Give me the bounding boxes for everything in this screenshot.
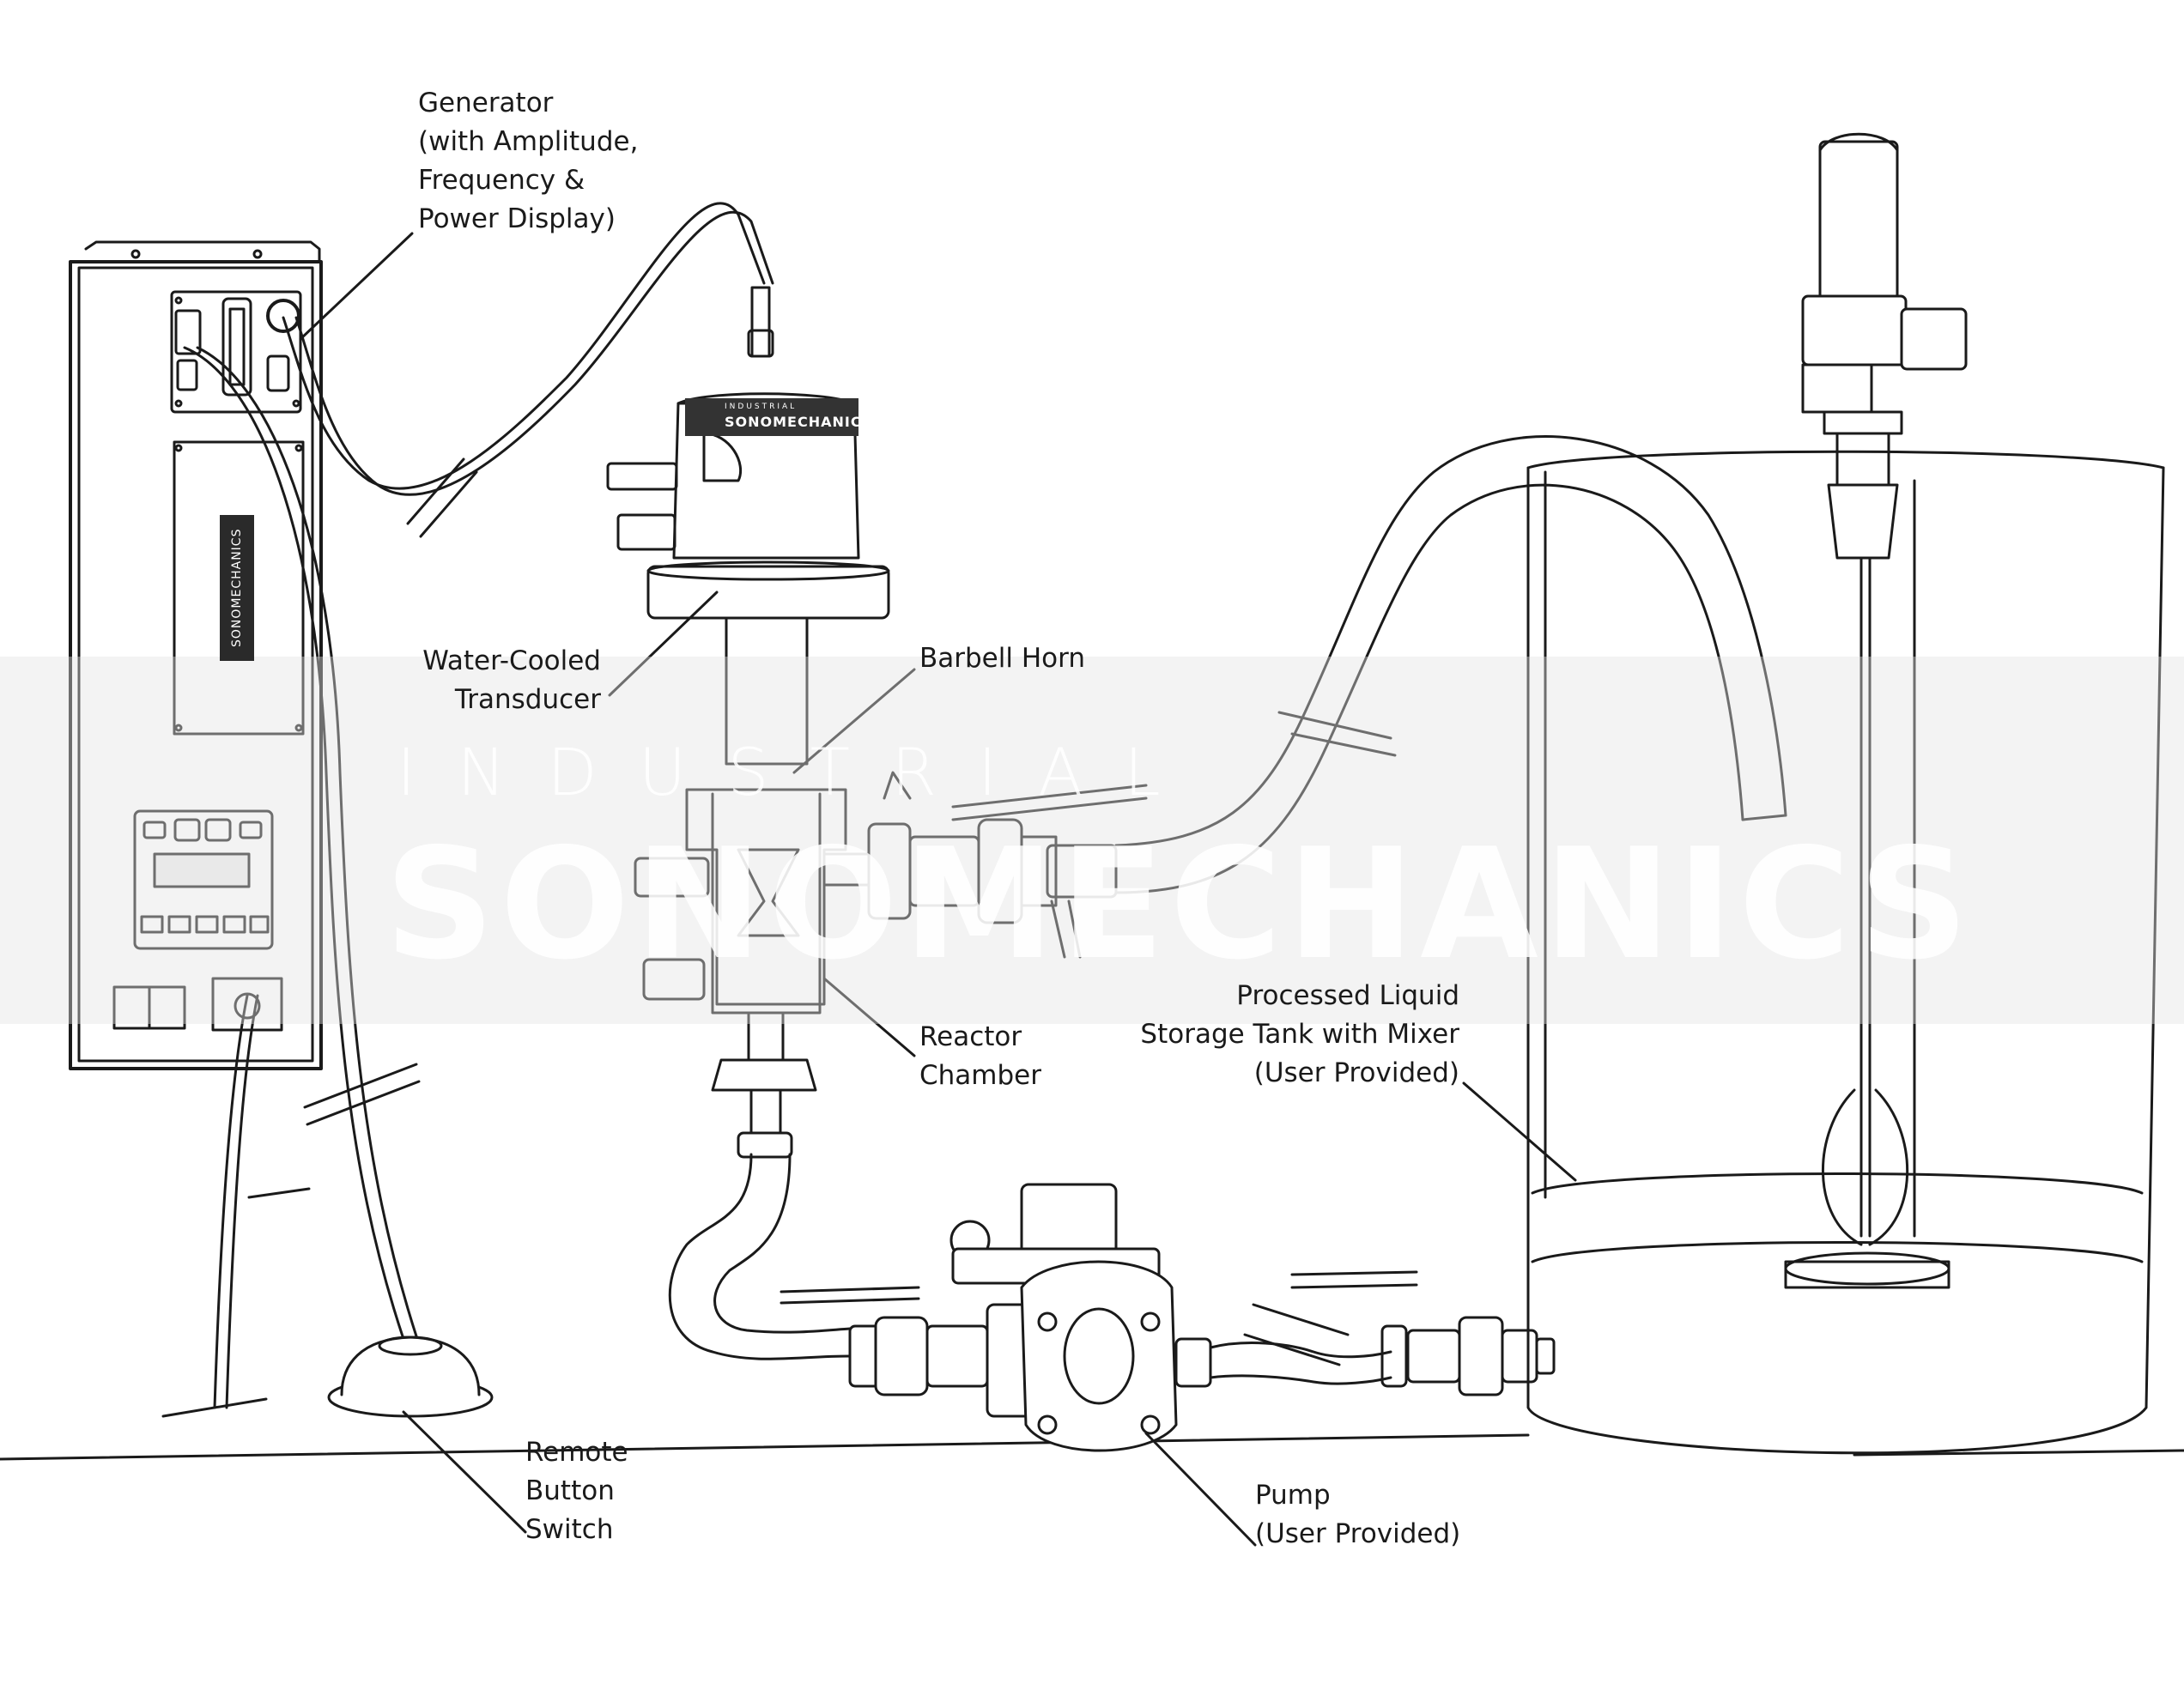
mixer [1784,132,1968,1289]
label-pump-line-2: (User Provided) [1255,1518,1461,1549]
generator-cabinet [69,240,323,1070]
label-storage-tank: Processed Liquid Storage Tank with Mixer… [1099,977,1459,1093]
label-generator-line-4: Power Display) [418,203,616,234]
label-reactor-line-2: Chamber [919,1060,1041,1091]
transducer-brand-small: INDUSTRIAL [725,403,798,411]
leader-lines [299,232,1577,1547]
label-pump-line-1: Pump [1255,1480,1331,1511]
transducer-brand-big: SONOMECHANICS [725,414,873,430]
label-tank-line-1: Processed Liquid [1236,980,1459,1011]
label-reactor-line-1: Reactor [919,1021,1022,1052]
remote-switch [327,1336,494,1418]
break-marks [161,457,1397,1418]
hose-to-tank [1114,435,1787,894]
outlet-valve [822,771,1148,959]
label-pump: Pump (User Provided) [1255,1476,1460,1554]
label-tank-line-2: Storage Tank with Mixer [1140,1019,1459,1050]
label-switch-line-2: Button [525,1475,615,1506]
reactor-chamber [634,788,847,1159]
label-remote-switch: Remote Button Switch [525,1433,628,1549]
label-generator-line-3: Frequency & [418,165,585,196]
watermark-industrial: INDUSTRIAL [397,734,1202,810]
pump [780,1183,1212,1452]
label-horn-line-1: Barbell Horn [919,643,1085,674]
label-transducer: Water-Cooled Transducer [385,642,601,719]
label-switch-line-1: Remote [525,1437,628,1468]
label-transducer-line-2: Transducer [454,684,601,715]
generator-brand-plate: SONOMECHANICS [220,515,254,661]
pump-to-tank-line [1209,1270,1556,1396]
storage-tank [1526,450,2165,1455]
transducer-brand-plate: INDUSTRIAL SONOMECHANICS [685,398,871,436]
generator-cables [183,202,774,1409]
label-transducer-line-1: Water-Cooled [422,645,601,676]
label-reactor-chamber: Reactor Chamber [919,1018,1041,1095]
label-generator: Generator (with Amplitude, Frequency & P… [418,84,638,239]
watermark-band [0,657,2184,1024]
floor-line [0,1433,2184,1461]
label-generator-line-2: (with Amplitude, [418,126,639,157]
label-generator-line-1: Generator [418,88,554,118]
hose-reactor-to-pump [668,1153,852,1360]
label-tank-line-3: (User Provided) [1253,1057,1459,1088]
label-barbell-horn: Barbell Horn [919,639,1085,678]
watermark-sonomechanics: SONOMECHANICS [385,815,1975,993]
label-switch-line-3: Switch [525,1514,614,1545]
